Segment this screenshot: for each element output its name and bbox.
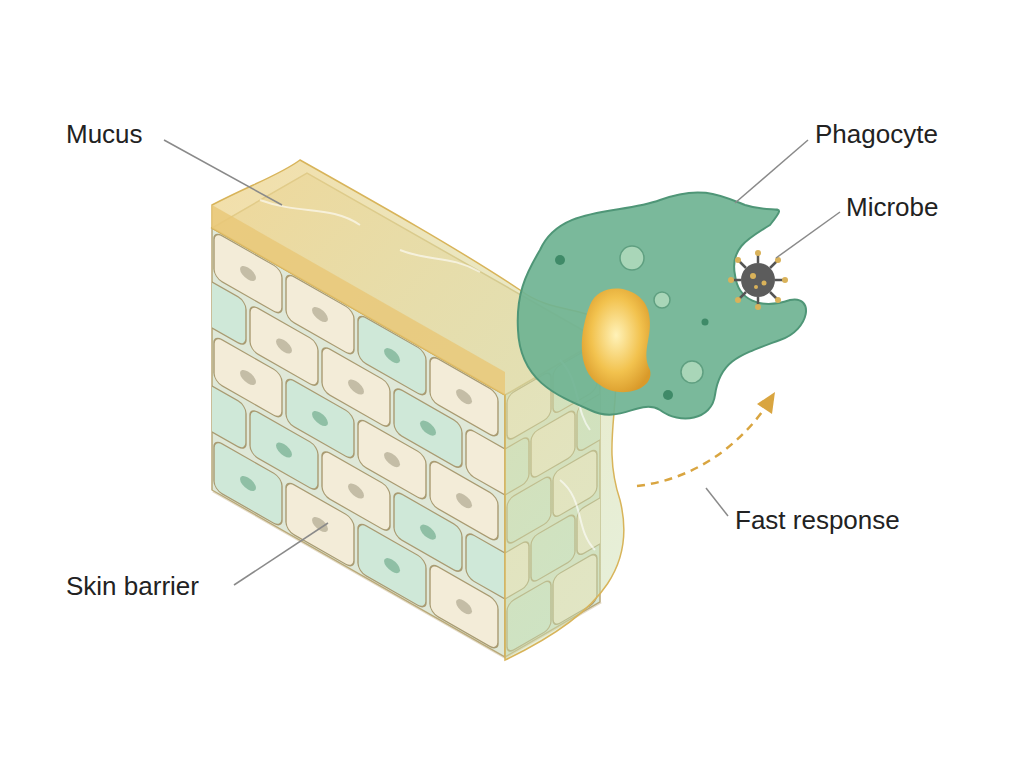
granule	[555, 255, 565, 265]
phagocyte-nucleus	[582, 289, 651, 393]
callout-label: Mucus	[66, 119, 143, 150]
response-arrow	[637, 408, 765, 486]
mucus-edge	[212, 205, 505, 395]
vacuole	[620, 246, 644, 270]
callout-label: Phagocyte	[815, 119, 938, 150]
granule	[663, 390, 673, 400]
arrow-head	[757, 392, 775, 414]
phagocyte-cell	[518, 192, 806, 418]
vacuole	[681, 361, 703, 383]
granule	[702, 319, 709, 326]
callout-label: Fast response	[735, 505, 900, 536]
callout-label: Skin barrier	[66, 571, 199, 602]
callout-label: Microbe	[846, 192, 938, 223]
vacuole	[654, 292, 670, 308]
microbe-icon	[728, 250, 788, 310]
